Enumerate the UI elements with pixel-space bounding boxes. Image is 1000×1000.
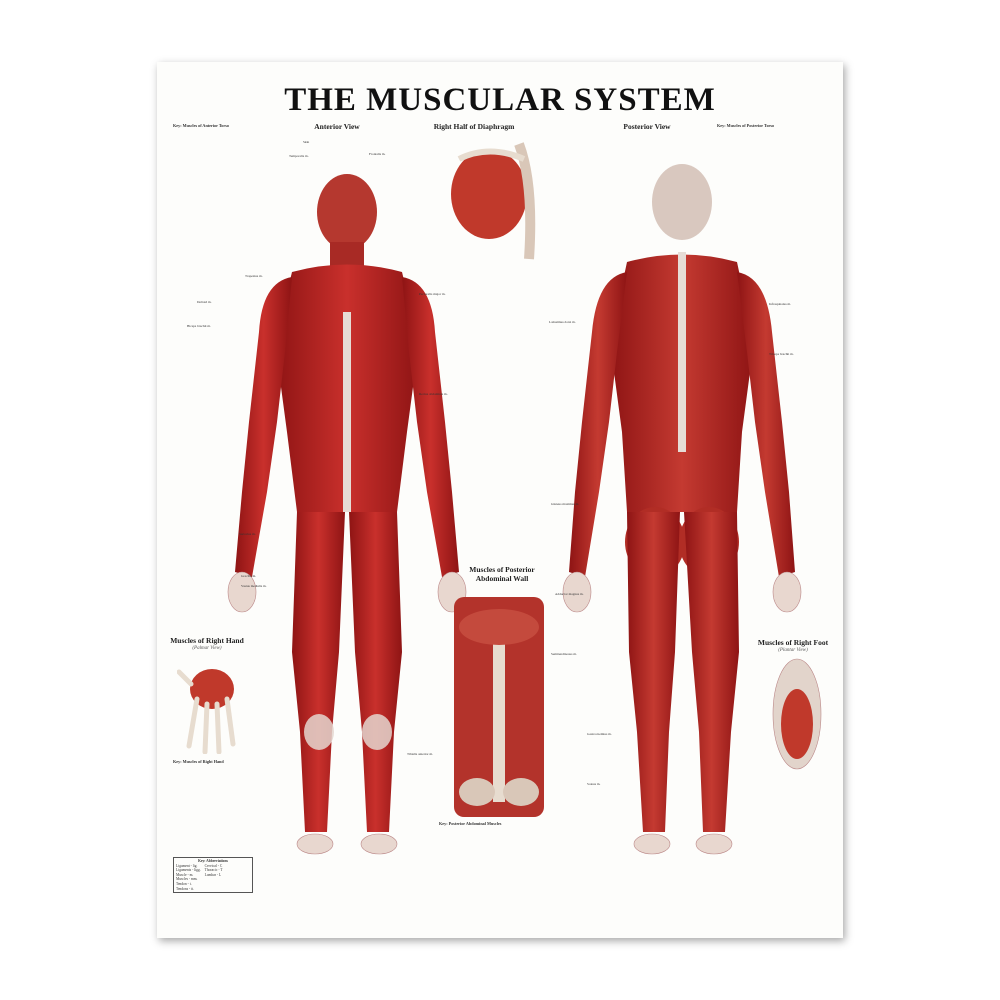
label-rectus-abdominis: Rectus abdominis m.: [419, 392, 448, 396]
key-posterior-torso-heading: Key: Muscles of Posterior Torso: [717, 123, 775, 128]
key-posterior-torso: Key: Muscles of Posterior Torso: [717, 123, 827, 129]
head-muscles: [317, 174, 377, 250]
diaphragm-title: Right Half of Diaphragm: [433, 122, 515, 131]
abbr-item: Muscle - m.: [176, 872, 194, 877]
key-right-hand: Key: Muscles of Right Hand: [173, 759, 293, 765]
hand-subtitle: (Palmar View): [192, 646, 222, 651]
anterior-view-title: Anterior View: [314, 122, 360, 131]
label-adductor-magnus: Adductor magnus m.: [555, 592, 584, 596]
key-anterior-torso-heading: Key: Muscles of Anterior Torso: [173, 123, 229, 128]
label-frontalis: Frontalis m.: [369, 152, 386, 156]
poster-title: THE MUSCULAR SYSTEM: [284, 82, 716, 118]
label-semitendinosus: Semitendinosus m.: [551, 652, 577, 656]
right-leg-muscles: [292, 512, 345, 832]
back-of-head: [652, 164, 712, 240]
abbr-item: Ligaments - ligg.: [176, 868, 201, 873]
key-anterior-torso: Key: Muscles of Anterior Torso: [173, 123, 283, 129]
abbr-item: Muscles - mm.: [176, 877, 198, 882]
abbreviations-box: Key: Abbreviations Ligament - lig. Ligam…: [173, 857, 253, 894]
left-leg-muscles: [349, 512, 402, 832]
foot-illustration: [772, 658, 822, 770]
right-arm-muscles: [235, 277, 292, 577]
label-pectoralis: Pectoralis major m.: [419, 292, 446, 296]
right-hand: [227, 571, 257, 613]
abbr-item: Lumbar - L: [204, 872, 222, 877]
label-triceps: Triceps brachii m.: [769, 352, 794, 356]
label-trapezius: Trapezius m.: [245, 274, 263, 278]
label-infraspinatus: Infraspinatus m.: [769, 302, 792, 306]
key-posterior-abdominal-heading: Key: Posterior Abdominal Muscles: [439, 821, 502, 826]
anatomy-poster: THE MUSCULAR SYSTEM Anterior View Right …: [157, 62, 843, 938]
abbr-item: Cervical - C: [204, 863, 223, 868]
anterior-body-illustration: [227, 174, 467, 855]
label-deltoid: Deltoid m.: [197, 300, 212, 304]
foot-subtitle: (Plantar View): [778, 648, 808, 653]
label-gracilis: Gracilis m.: [241, 574, 257, 578]
diaphragm-illustration: [451, 142, 536, 260]
label-soleus: Soleus m.: [587, 782, 601, 786]
label-gluteus-maximus: Gluteus maximus m.: [551, 502, 580, 506]
abbr-item: Ligament - lig.: [176, 863, 198, 868]
label-latissimus: Latissimus dorsi m.: [549, 320, 576, 324]
abbr-item: Tendon - t.: [176, 881, 192, 886]
label-gastrocnemius: Gastrocnemius m.: [587, 732, 612, 736]
key-posterior-abdominal: Key: Posterior Abdominal Muscles: [439, 821, 579, 827]
abdominal-wall-title-line2: Abdominal Wall: [475, 574, 529, 583]
left-arm-muscles: [402, 277, 459, 577]
hand-title: Muscles of Right Hand: [170, 636, 244, 645]
posterior-body-illustration: [562, 164, 802, 855]
abbreviations-heading: Key: Abbreviations: [198, 859, 228, 863]
label-biceps: Biceps brachii m.: [187, 324, 211, 328]
label-temporalis: Temporalis m.: [289, 154, 309, 158]
label-sartorius: Sartorius m.: [239, 532, 256, 536]
foot-title: Muscles of Right Foot: [757, 638, 829, 647]
abdominal-wall-title-line1: Muscles of Posterior: [469, 565, 535, 574]
key-right-hand-heading: Key: Muscles of Right Hand: [173, 759, 224, 764]
label-tibialis-anterior: Tibialis anterior m.: [407, 752, 433, 756]
abbr-item: Thoracic - T: [204, 868, 223, 873]
abdominal-wall-illustration: [454, 597, 544, 817]
abbr-item: Tendons - tt.: [176, 886, 195, 891]
posterior-view-title: Posterior View: [623, 122, 671, 131]
label-vastus-medialis: Vastus medialis m.: [241, 584, 267, 588]
label-skin: Skin: [303, 140, 310, 144]
hand-illustration: [177, 669, 236, 754]
